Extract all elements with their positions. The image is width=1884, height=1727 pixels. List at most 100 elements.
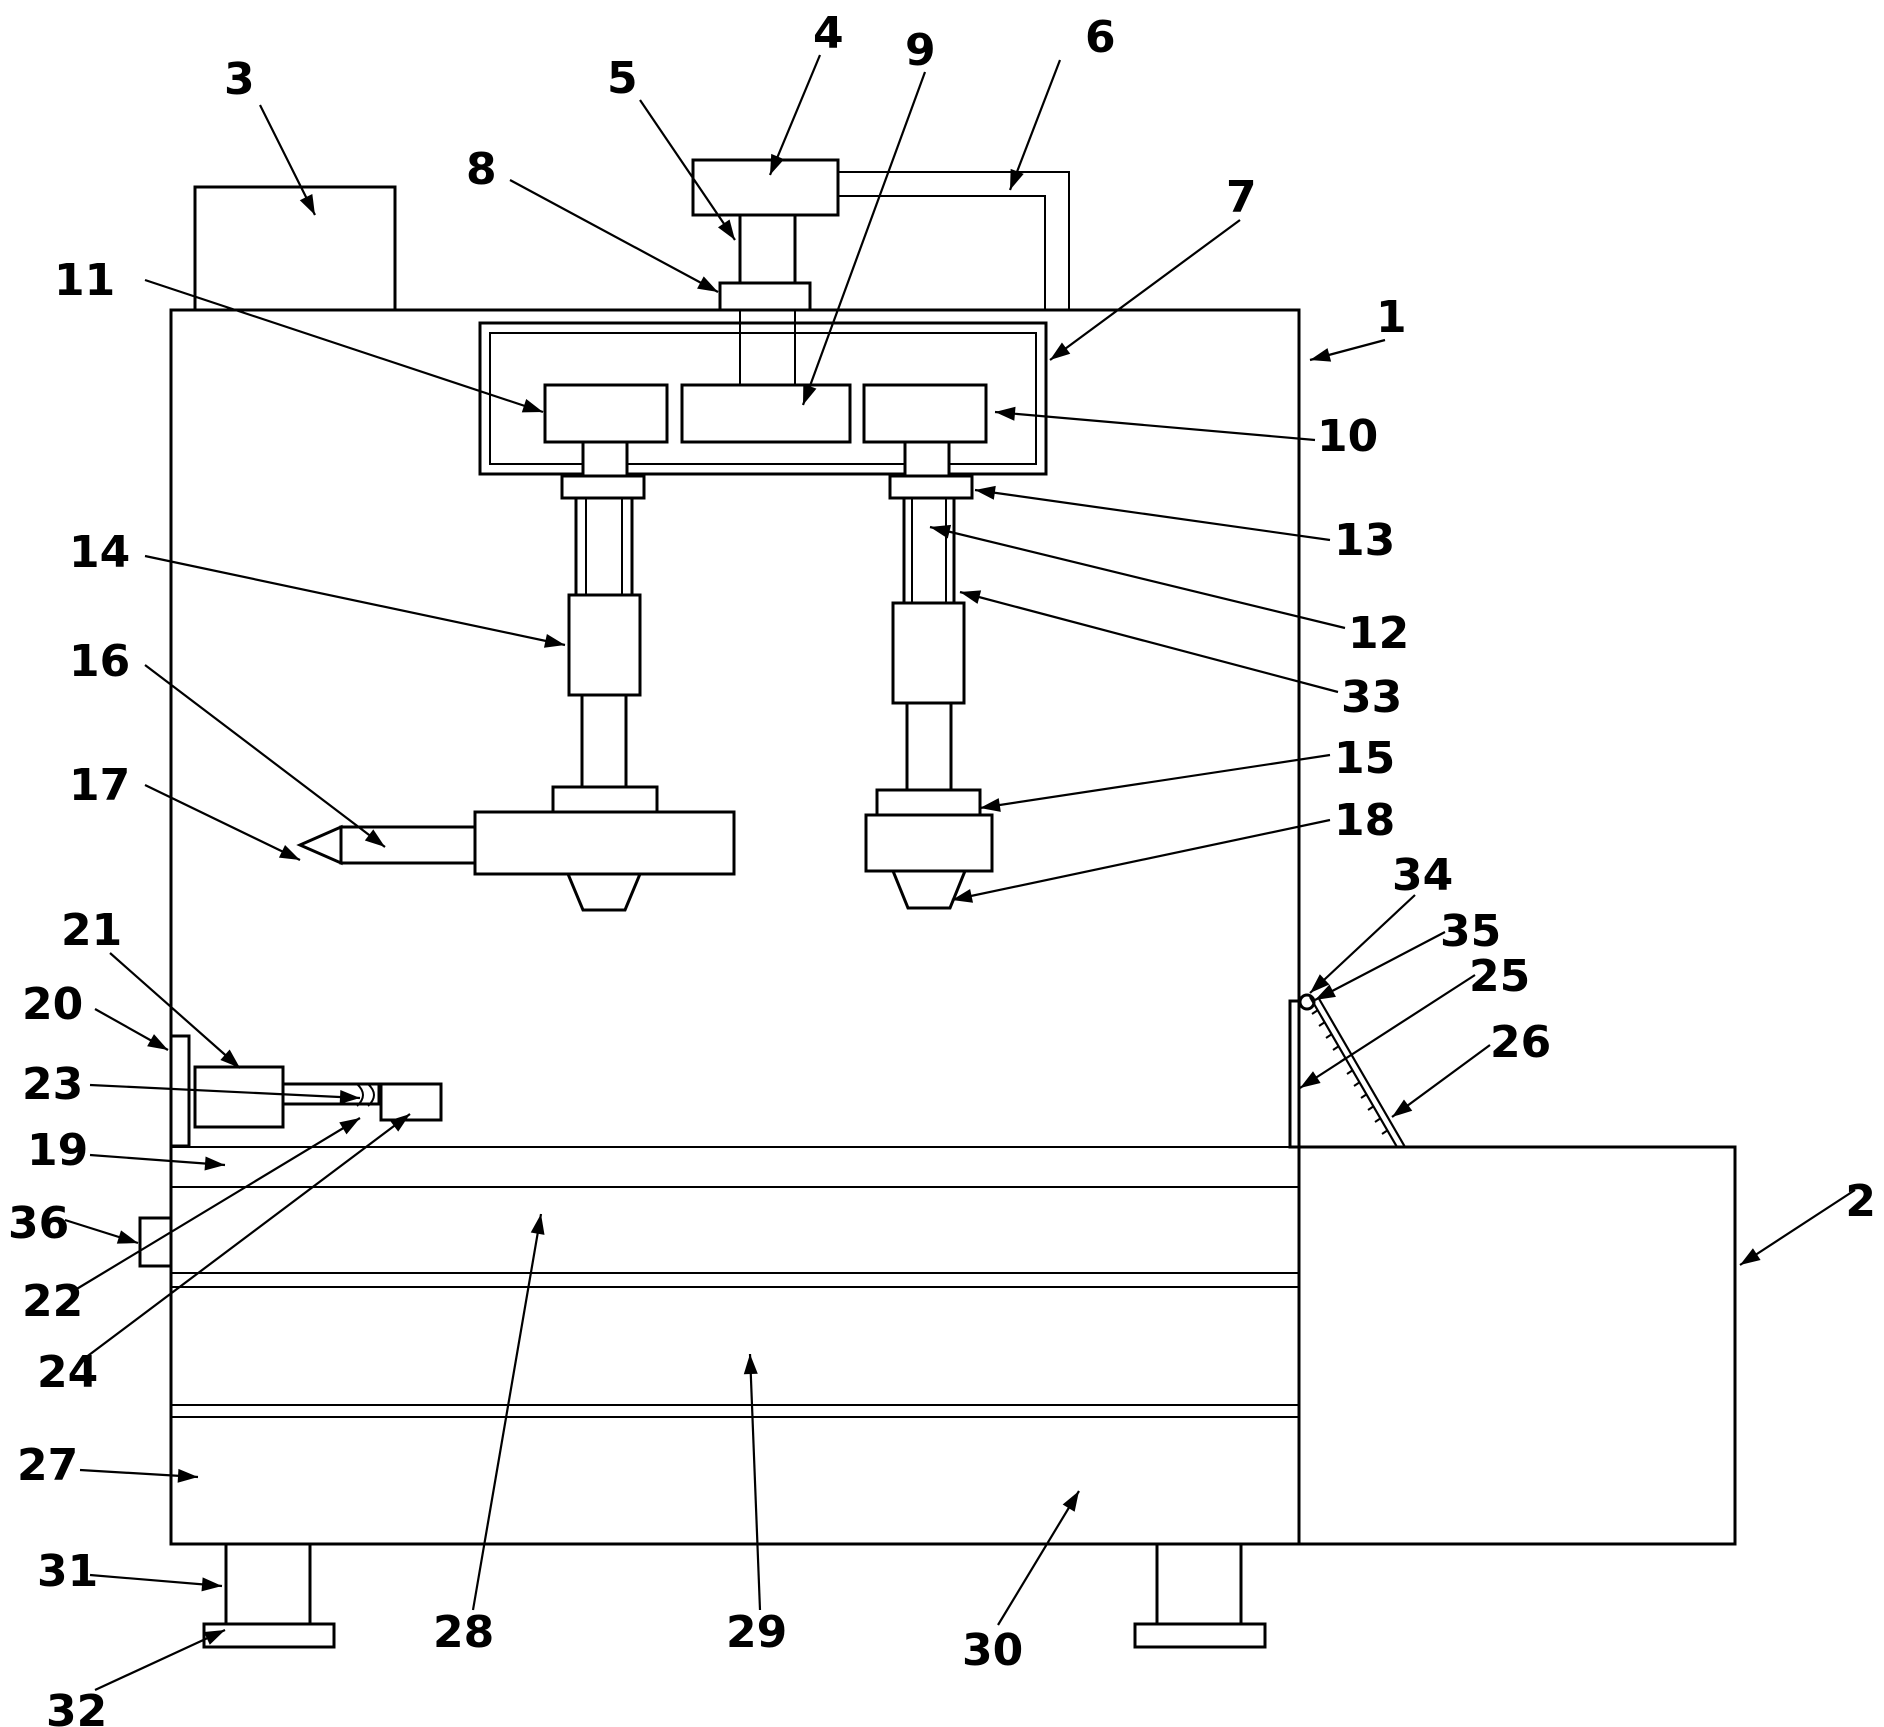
arrowhead-14 bbox=[543, 634, 565, 648]
leader-line-25 bbox=[1299, 974, 1476, 1089]
leader-line-14 bbox=[144, 554, 566, 647]
arrowhead-21 bbox=[220, 1049, 240, 1068]
label-12: 12 bbox=[1348, 608, 1409, 659]
right-gear bbox=[862, 383, 988, 444]
pipe-inner bbox=[838, 195, 1046, 310]
leader-line-2 bbox=[1739, 1189, 1856, 1266]
motor-shaft bbox=[738, 213, 797, 285]
side-box bbox=[1297, 1145, 1737, 1546]
label-6: 6 bbox=[1085, 12, 1116, 63]
arrowhead-16 bbox=[364, 829, 385, 847]
arrowhead-10 bbox=[995, 406, 1016, 421]
label-24: 24 bbox=[37, 1347, 98, 1398]
arrowhead-22 bbox=[339, 1118, 360, 1135]
arrowhead-23 bbox=[339, 1090, 360, 1105]
leader-line-21 bbox=[109, 952, 241, 1069]
label-29: 29 bbox=[726, 1607, 787, 1658]
leader-line-26 bbox=[1391, 1044, 1491, 1118]
leader-line-10 bbox=[994, 410, 1316, 442]
left-rod-lower bbox=[580, 693, 628, 789]
arrowhead-32 bbox=[203, 1630, 225, 1645]
clamp-pad bbox=[379, 1082, 443, 1122]
main-frame bbox=[169, 308, 1301, 1546]
side-arm-tip bbox=[296, 824, 343, 866]
left-rod-upper bbox=[574, 496, 634, 597]
label-7: 7 bbox=[1226, 172, 1257, 223]
arrowhead-18 bbox=[952, 889, 974, 903]
leader-line-34 bbox=[1309, 894, 1416, 994]
label-31: 31 bbox=[37, 1546, 98, 1597]
right-leg bbox=[1155, 1542, 1243, 1626]
arrowhead-25 bbox=[1300, 1071, 1321, 1088]
side-arm bbox=[339, 825, 477, 865]
left-foot bbox=[202, 1622, 336, 1649]
arrowhead-4 bbox=[770, 153, 785, 175]
label-17: 17 bbox=[69, 760, 130, 811]
label-23: 23 bbox=[22, 1059, 83, 1110]
label-8: 8 bbox=[466, 144, 497, 195]
arrowhead-31 bbox=[201, 1577, 222, 1592]
arrowhead-29 bbox=[743, 1354, 758, 1375]
left-connector bbox=[551, 785, 659, 814]
right-sleeve bbox=[891, 601, 966, 705]
label-32: 32 bbox=[46, 1686, 107, 1727]
right-foot bbox=[1133, 1622, 1267, 1649]
label-35: 35 bbox=[1440, 906, 1501, 957]
arrowhead-35 bbox=[1315, 984, 1336, 1000]
leader-line-31 bbox=[89, 1573, 223, 1588]
label-27: 27 bbox=[17, 1440, 78, 1491]
top-motor bbox=[691, 158, 840, 217]
leader-line-32 bbox=[94, 1629, 226, 1691]
clamp-spring bbox=[356, 1083, 375, 1107]
control-box bbox=[193, 185, 397, 312]
leader-line-30 bbox=[997, 1490, 1080, 1626]
arrowhead-15 bbox=[980, 798, 1001, 812]
left-nozzle bbox=[565, 872, 643, 912]
leader-line-33 bbox=[959, 590, 1339, 694]
arrowhead-5 bbox=[717, 219, 735, 240]
label-3: 3 bbox=[224, 54, 255, 105]
label-26: 26 bbox=[1490, 1017, 1551, 1068]
leader-line-16 bbox=[144, 664, 386, 848]
label-33: 33 bbox=[1341, 672, 1402, 723]
label-9: 9 bbox=[905, 25, 936, 76]
leader-line-9 bbox=[801, 71, 927, 406]
arrowhead-20 bbox=[147, 1034, 168, 1050]
right-connector bbox=[875, 788, 982, 817]
left-leg bbox=[224, 1542, 312, 1626]
pipe-outer bbox=[838, 171, 1070, 310]
label-28: 28 bbox=[433, 1607, 494, 1658]
label-11: 11 bbox=[54, 255, 115, 306]
leader-line-35 bbox=[1314, 931, 1446, 1001]
leader-line-15 bbox=[979, 753, 1331, 810]
arrowhead-3 bbox=[299, 193, 315, 215]
left-gear-shaft bbox=[581, 440, 629, 478]
label-18: 18 bbox=[1334, 795, 1395, 846]
label-5: 5 bbox=[607, 53, 638, 104]
leader-line-7 bbox=[1049, 219, 1241, 361]
guard-rail-b bbox=[1317, 996, 1406, 1148]
label-20: 20 bbox=[22, 979, 83, 1030]
clamp-plate bbox=[169, 1034, 191, 1148]
arrowhead-7 bbox=[1050, 342, 1071, 360]
label-19: 19 bbox=[27, 1125, 88, 1176]
left-bearing bbox=[560, 474, 646, 500]
arrowhead-6 bbox=[1010, 168, 1024, 190]
label-22: 22 bbox=[22, 1276, 83, 1327]
label-21: 21 bbox=[61, 905, 122, 956]
label-2: 2 bbox=[1845, 1176, 1876, 1227]
machine-structure bbox=[138, 158, 1737, 1649]
arrowhead-24 bbox=[389, 1114, 410, 1132]
leader-line-17 bbox=[144, 784, 301, 861]
leader-line-24 bbox=[84, 1113, 411, 1359]
label-13: 13 bbox=[1334, 515, 1395, 566]
label-4: 4 bbox=[813, 8, 844, 59]
leader-line-19 bbox=[89, 1153, 226, 1167]
arrowhead-1 bbox=[1310, 348, 1332, 362]
leader-line-11 bbox=[144, 278, 544, 414]
clamp-cylinder bbox=[193, 1065, 285, 1129]
arrowhead-30 bbox=[1062, 1491, 1079, 1512]
right-nozzle bbox=[890, 869, 968, 910]
left-sleeve bbox=[567, 593, 642, 697]
